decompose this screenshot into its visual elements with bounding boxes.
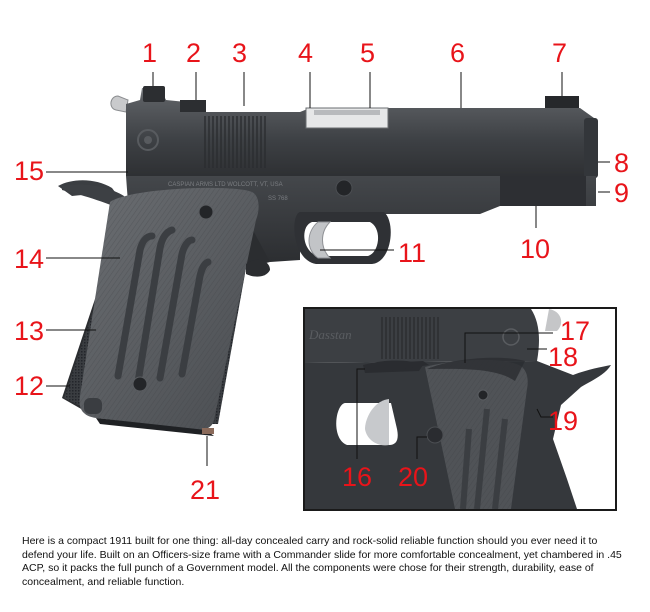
callout-15: 15 <box>14 156 45 186</box>
callout-11: 11 <box>398 238 427 268</box>
callout-4: 4 <box>298 38 314 68</box>
serial-engraving: SS 768 <box>268 196 288 202</box>
callout-8: 8 <box>614 148 630 178</box>
inset-leader-lines <box>356 332 553 459</box>
callout-9: 9 <box>614 178 630 208</box>
frame-engraving: CASPIAN ARMS LTD WOLCOTT, VT, USA <box>168 182 283 188</box>
callout-13: 13 <box>14 316 45 346</box>
leader-lines <box>46 72 610 466</box>
pistol-illustration: CASPIAN ARMS LTD WOLCOTT, VT, USA SS 768 <box>46 72 610 466</box>
callout-14: 14 <box>14 244 45 274</box>
callout-20: 20 <box>398 462 429 492</box>
callout-7: 7 <box>552 38 568 68</box>
callout-16: 16 <box>342 462 373 492</box>
slide-engraving: Dasstan <box>308 327 352 342</box>
callout-17: 17 <box>560 316 591 346</box>
callout-21: 21 <box>190 475 221 505</box>
callout-5: 5 <box>360 38 376 68</box>
callout-2: 2 <box>186 38 202 68</box>
detail-inset: Dasstan <box>303 307 617 511</box>
detail-illustration: Dasstan <box>305 309 611 509</box>
callout-10: 10 <box>520 234 551 264</box>
callout-19: 19 <box>548 406 579 436</box>
callout-12: 12 <box>14 371 45 401</box>
callout-3: 3 <box>232 38 248 68</box>
callout-1: 1 <box>142 38 158 68</box>
caption-text: Here is a compact 1911 built for one thi… <box>22 535 622 588</box>
callout-18: 18 <box>548 342 579 372</box>
callout-6: 6 <box>450 38 466 68</box>
